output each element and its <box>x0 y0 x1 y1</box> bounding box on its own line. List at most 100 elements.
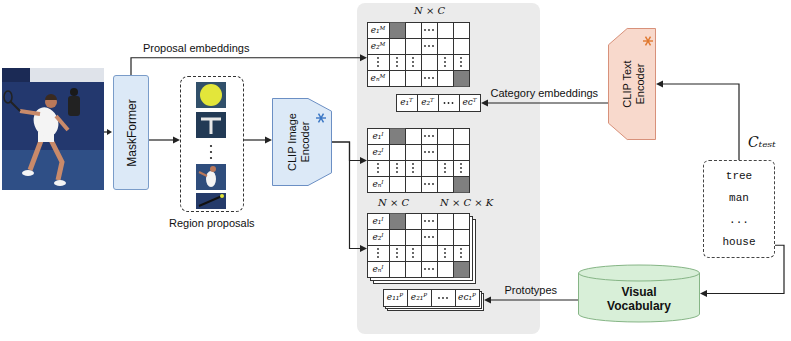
category-name: man <box>704 191 774 205</box>
ellipsis-dot <box>412 167 414 169</box>
region-proposal-box: Region proposals <box>180 76 244 212</box>
ellipsis-dot <box>424 183 426 185</box>
ellipsis-dot <box>428 77 430 79</box>
row-label: e₂ᴵ <box>367 229 389 245</box>
row-label: eᴄᵀ <box>459 94 480 111</box>
snowflake-stroke <box>319 114 324 123</box>
photo-arm <box>20 111 40 114</box>
connector <box>244 137 272 144</box>
crop-dot <box>210 157 212 159</box>
ellipsis-dot <box>460 57 462 59</box>
arrow-head <box>656 81 663 88</box>
connector <box>332 142 367 252</box>
ellipsis-dot <box>396 171 398 173</box>
arrow-head <box>360 157 367 164</box>
grid-line <box>368 160 470 161</box>
ellipsis-dot <box>432 220 434 222</box>
row-label: e₁ᵀ <box>396 94 417 111</box>
ellipsis-dot <box>432 45 434 47</box>
ellipsis-dot <box>444 256 446 258</box>
grid-line <box>368 261 470 262</box>
crop-player-bg <box>196 164 226 190</box>
crop-logo <box>201 119 221 134</box>
set-heading: Cₜₑₛₜ <box>748 134 776 151</box>
ellipsis-dot <box>444 252 446 254</box>
dimension-label: N × C <box>414 5 445 17</box>
arrow-head <box>360 245 367 252</box>
category-name: ... <box>704 213 774 227</box>
dimension-label: N × C <box>378 197 409 209</box>
row-label: e₂ᴹ <box>367 38 389 54</box>
photo-arm <box>56 116 68 130</box>
vector-row <box>397 95 481 112</box>
ellipsis-dot <box>452 102 454 104</box>
ellipsis-dot <box>460 61 462 63</box>
ellipsis-dot <box>448 102 450 104</box>
photo-umpire-head <box>70 88 78 96</box>
photo-hair <box>45 94 57 100</box>
snowflake-core <box>320 117 322 119</box>
row-label: e₁ᴹ <box>367 22 389 38</box>
photo-leg <box>50 138 62 180</box>
row-label: e₂ᵀ <box>417 94 438 111</box>
row-label: e₁ᴵ <box>367 128 389 144</box>
connector-line <box>131 58 360 75</box>
image-embedding-stack: e₁ᴵe₂ᴵeₙᴵ <box>367 213 476 284</box>
grid-line <box>368 229 470 230</box>
clip-image-encoder: CLIP Image Encoder <box>272 98 332 186</box>
ellipsis-dot <box>396 61 398 63</box>
ellipsis-dot <box>424 268 426 270</box>
proposal-embedding-matrix: e₁ᴹe₂ᴹ eₙᴹ <box>367 22 470 87</box>
tennis-photo <box>2 68 104 190</box>
crop-ball <box>200 84 222 106</box>
shaded-cell <box>390 129 406 145</box>
row-label: e₁₁ᴾ <box>383 289 407 306</box>
photo-racket-head <box>4 91 12 103</box>
ellipsis-dot <box>444 102 446 104</box>
arrow-head <box>484 297 491 304</box>
arrow-head <box>481 100 488 107</box>
arrow-head <box>360 54 367 61</box>
ellipsis-dot <box>412 61 414 63</box>
photo-shirt <box>30 104 63 140</box>
row-label: e₂₁ᴾ <box>407 289 431 306</box>
ellipsis-dot <box>428 236 430 238</box>
crop-racket-bg <box>196 193 226 209</box>
photo-banner <box>2 68 104 82</box>
shaded-cell <box>454 262 470 278</box>
ellipsis-dot <box>444 167 446 169</box>
category-name: tree <box>704 169 774 183</box>
region-crops <box>196 82 226 209</box>
cylinder-label: Visual Vocabulary <box>599 285 679 313</box>
shaded-cell <box>390 214 406 230</box>
crop-dot <box>210 151 212 153</box>
shaded-cell <box>454 71 470 87</box>
snowflake-stroke <box>646 37 651 46</box>
dimension-label: N × C × K <box>440 197 493 209</box>
connector <box>656 81 739 161</box>
snowflake-stroke <box>646 37 651 46</box>
ellipsis-dot <box>424 236 426 238</box>
ellipsis-dot <box>460 167 462 169</box>
row-label: eₙᴵ <box>367 176 389 192</box>
snowflake-stroke <box>316 117 326 118</box>
row-label: e₂ᴵ <box>367 144 389 160</box>
arrow-head <box>173 137 180 144</box>
connector-line <box>491 299 578 300</box>
crop-dot <box>210 145 212 147</box>
ellipsis-dot <box>396 65 398 67</box>
ellipsis-dot <box>424 220 426 222</box>
encoder-shape <box>609 29 656 140</box>
photo-banner-dark <box>2 68 30 82</box>
ellipsis-dot <box>412 252 414 254</box>
edge-label: Category embeddings <box>491 87 599 100</box>
ellipsis-dot <box>428 183 430 185</box>
ellipsis-dot <box>432 135 434 137</box>
ellipsis-dot <box>377 167 379 169</box>
snowflake-stroke <box>643 40 653 41</box>
photo-shoe <box>54 180 66 186</box>
shaded-cell <box>390 23 406 39</box>
row-label: eₙᴹ <box>367 70 389 86</box>
ellipsis-dot <box>377 256 379 258</box>
crop-player <box>206 171 216 187</box>
